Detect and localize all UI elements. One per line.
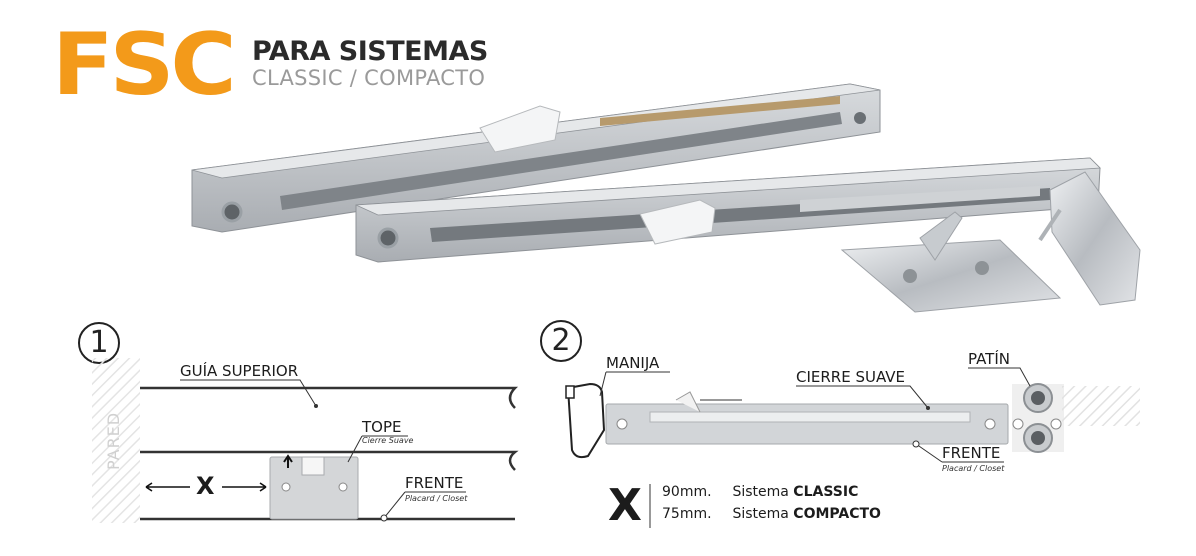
spec-x-label: X xyxy=(608,480,642,531)
skate-label: PATÍN xyxy=(968,350,1010,368)
screw-icon xyxy=(1050,418,1062,430)
front-leader xyxy=(383,491,466,519)
soft-close-rail-front xyxy=(355,157,1101,263)
top-guide-line xyxy=(140,386,519,409)
front-label-2: FRENTE xyxy=(942,444,1001,462)
handle-leader xyxy=(599,371,670,397)
front-sublabel-2: Placard / Closet xyxy=(942,464,1005,473)
spec-system: CLASSIC xyxy=(793,484,859,500)
spec-prefix: Sistema xyxy=(732,506,794,522)
skate-wheel-bottom-hub xyxy=(1031,431,1045,445)
guide-bottom-line xyxy=(140,450,519,471)
dimension-arrow-left-icon xyxy=(145,482,190,492)
skate-leader xyxy=(968,367,1031,387)
handle-tip xyxy=(565,385,575,399)
step-number-2: 2 xyxy=(540,320,582,362)
soft-close-leader-dot xyxy=(926,406,930,410)
soft-close-label: CIERRE SUAVE xyxy=(796,368,906,386)
spec-row: 75mm. Sistema COMPACTO xyxy=(662,506,881,528)
front-leader-dot xyxy=(380,514,388,522)
page-title: PARA SISTEMAS xyxy=(252,36,488,67)
soft-close-leader xyxy=(796,385,929,409)
screw-icon xyxy=(1012,418,1024,430)
front-leader-2-dot xyxy=(912,440,920,448)
screw-right-icon xyxy=(338,482,348,492)
front-leader-2 xyxy=(915,443,1004,463)
guide-leader xyxy=(180,379,317,407)
screw-left-icon xyxy=(281,482,291,492)
soft-close-track xyxy=(649,411,971,423)
spec-list: 90mm. Sistema CLASSIC 75mm. Sistema COMP… xyxy=(662,484,881,528)
skate-wheel-top-hub xyxy=(1031,391,1045,405)
arrow-up-icon xyxy=(283,454,293,468)
stop-label: TOPE xyxy=(362,418,402,436)
stop-sublabel: Cierre Suave xyxy=(362,436,414,445)
front-label: FRENTE xyxy=(405,474,464,492)
spec-value: 90mm. xyxy=(662,484,712,500)
stop-slot xyxy=(301,456,325,476)
handle-profile xyxy=(566,382,606,459)
metal-mounting-plate xyxy=(840,211,1062,313)
brand-logo: FSC xyxy=(52,15,237,115)
guide-leader-dot xyxy=(314,404,318,408)
soft-close-latch xyxy=(675,391,701,413)
screw-icon xyxy=(984,418,996,430)
dimension-x-label: X xyxy=(196,472,215,500)
spec-prefix: Sistema xyxy=(732,484,794,500)
screw-icon xyxy=(616,418,628,430)
handle-label: MANIJA xyxy=(606,354,660,372)
spec-value: 75mm. xyxy=(662,506,712,522)
stop-leader xyxy=(347,435,408,463)
wall-hatch xyxy=(92,358,140,523)
spec-row: 90mm. Sistema CLASSIC xyxy=(662,484,881,506)
metal-mounting-bracket xyxy=(1038,171,1141,306)
soft-close-body xyxy=(605,403,1009,445)
dimension-arrow-right-icon xyxy=(222,482,267,492)
soft-close-rail-back xyxy=(191,83,881,233)
guide-label: GUÍA SUPERIOR xyxy=(180,362,299,380)
front-sublabel: Placard / Closet xyxy=(405,494,468,503)
spec-system: COMPACTO xyxy=(793,506,881,522)
page-subtitle: CLASSIC / COMPACTO xyxy=(252,66,486,90)
skate-hatch xyxy=(1062,386,1140,426)
